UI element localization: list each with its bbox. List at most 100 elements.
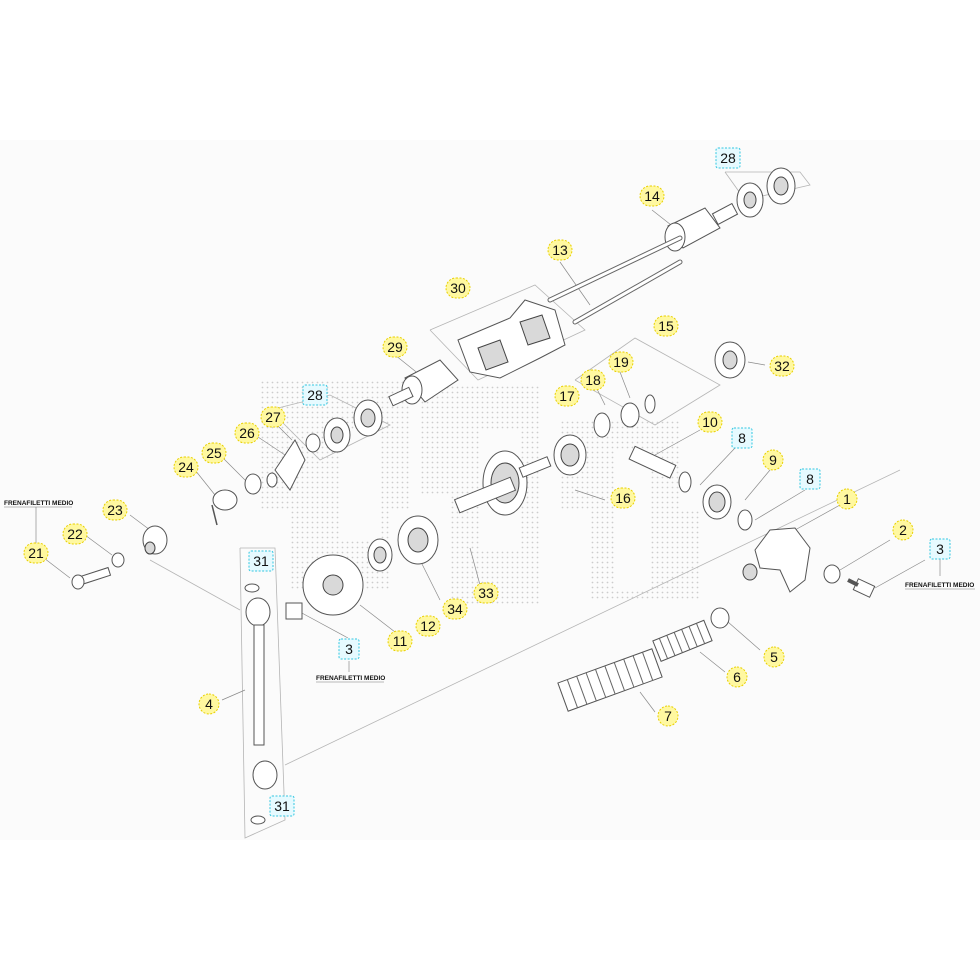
callout-c12: 12 bbox=[415, 615, 441, 637]
threadlocker-notes: FRENAFILETTI MEDIO FRENAFILETTI MEDIO FR… bbox=[4, 500, 975, 683]
callout-label: 15 bbox=[658, 318, 674, 334]
callout-label: 31 bbox=[253, 553, 269, 569]
callout-label: 3 bbox=[345, 641, 353, 657]
part-gear-shaft bbox=[453, 450, 552, 516]
callout-badge bbox=[260, 406, 286, 428]
note-threadlocker-left: FRENAFILETTI MEDIO bbox=[4, 500, 73, 507]
callout-badge bbox=[445, 277, 471, 299]
callout-c33: 33 bbox=[473, 582, 499, 604]
callout-label: 25 bbox=[206, 445, 222, 461]
callout-c15: 15 bbox=[653, 315, 679, 337]
callout-badge bbox=[639, 185, 665, 207]
part-kick-lever-1 bbox=[742, 527, 811, 593]
callout-c1: 1 bbox=[836, 488, 858, 510]
callout-label: 6 bbox=[733, 669, 741, 685]
callout-badge bbox=[473, 582, 499, 604]
part-needle-bearing-16 bbox=[553, 434, 587, 476]
callout-badge bbox=[697, 411, 723, 433]
callout-c17: 17 bbox=[554, 385, 580, 407]
callout-badge bbox=[302, 384, 328, 406]
callout-badge bbox=[201, 442, 227, 464]
callout-badge bbox=[762, 449, 784, 471]
callout-badge bbox=[338, 638, 360, 660]
callout-c5: 5 bbox=[763, 646, 785, 668]
callout-badge bbox=[382, 336, 408, 358]
callout-label: 30 bbox=[450, 280, 466, 296]
callout-c23: 23 bbox=[102, 499, 128, 521]
callout-badge bbox=[415, 615, 441, 637]
callout-label: 2 bbox=[899, 522, 907, 538]
callout-label: 9 bbox=[769, 452, 777, 468]
callout-badge bbox=[763, 646, 785, 668]
callout-label: 16 bbox=[615, 490, 631, 506]
callout-c3a: 3 bbox=[929, 538, 951, 560]
callout-badge bbox=[387, 630, 413, 652]
callout-label: 5 bbox=[770, 649, 778, 665]
callout-c14: 14 bbox=[639, 185, 665, 207]
callout-c4: 4 bbox=[198, 693, 220, 715]
callout-c28a: 28 bbox=[715, 147, 741, 169]
part-plate-23 bbox=[142, 525, 168, 555]
callout-c2: 2 bbox=[892, 519, 914, 541]
callout-label: 1 bbox=[843, 491, 851, 507]
callout-badge bbox=[442, 598, 468, 620]
part-shafts-13 bbox=[547, 235, 683, 325]
callout-badge bbox=[580, 369, 606, 391]
callout-label: 27 bbox=[265, 409, 281, 425]
callout-c25: 25 bbox=[201, 442, 227, 464]
part-washer-2 bbox=[823, 564, 841, 584]
callout-label: 14 bbox=[644, 188, 660, 204]
callout-label: 8 bbox=[738, 430, 746, 446]
callout-label: 28 bbox=[307, 387, 323, 403]
callout-c8b: 8 bbox=[799, 468, 821, 490]
callout-label: 18 bbox=[585, 372, 601, 388]
callout-c11: 11 bbox=[387, 630, 413, 652]
callout-badge bbox=[23, 542, 49, 564]
callout-badge bbox=[769, 355, 795, 377]
callout-c7: 7 bbox=[657, 705, 679, 727]
callout-c21: 21 bbox=[23, 542, 49, 564]
callout-c30: 30 bbox=[445, 277, 471, 299]
callout-label: 4 bbox=[205, 696, 213, 712]
callout-c31b: 31 bbox=[269, 795, 295, 817]
callout-label: 10 bbox=[702, 414, 718, 430]
part-bearings-28-left bbox=[323, 399, 383, 453]
callout-label: 21 bbox=[28, 545, 44, 561]
callout-badge bbox=[547, 239, 573, 261]
callout-badge bbox=[892, 519, 914, 541]
callout-c8a: 8 bbox=[731, 427, 753, 449]
callout-label: 31 bbox=[274, 798, 290, 814]
callout-badge bbox=[173, 456, 199, 478]
callout-label: 26 bbox=[239, 425, 255, 441]
part-bolt-21 bbox=[71, 566, 112, 590]
note-threadlocker-right: FRENAFILETTI MEDIO bbox=[905, 582, 974, 589]
callout-badge bbox=[799, 468, 821, 490]
callout-badge bbox=[731, 427, 753, 449]
part-fork-30 bbox=[457, 299, 566, 379]
part-bolt-3-right bbox=[847, 578, 876, 598]
callout-c19: 19 bbox=[608, 351, 634, 373]
part-rotor-11 bbox=[302, 554, 364, 616]
callout-badge bbox=[269, 795, 295, 817]
callout-c13: 13 bbox=[547, 239, 573, 261]
part-bearings-28-top bbox=[736, 167, 796, 218]
callout-label: 28 bbox=[720, 150, 736, 166]
callout-badge bbox=[198, 693, 220, 715]
callout-label: 19 bbox=[613, 354, 629, 370]
callout-label: 11 bbox=[393, 633, 408, 649]
callout-badge bbox=[715, 147, 741, 169]
callout-label: 34 bbox=[447, 601, 463, 617]
part-washers-8-9 bbox=[678, 471, 753, 531]
callout-c34: 34 bbox=[442, 598, 468, 620]
callout-c16: 16 bbox=[610, 487, 636, 509]
callout-c32: 32 bbox=[769, 355, 795, 377]
callout-c9: 9 bbox=[762, 449, 784, 471]
callout-label: 23 bbox=[107, 502, 123, 518]
part-washer-22 bbox=[111, 552, 125, 568]
part-nut-3-center bbox=[285, 602, 303, 620]
callout-c28b: 28 bbox=[302, 384, 328, 406]
callout-badge bbox=[62, 523, 88, 545]
callout-label: 17 bbox=[559, 388, 575, 404]
